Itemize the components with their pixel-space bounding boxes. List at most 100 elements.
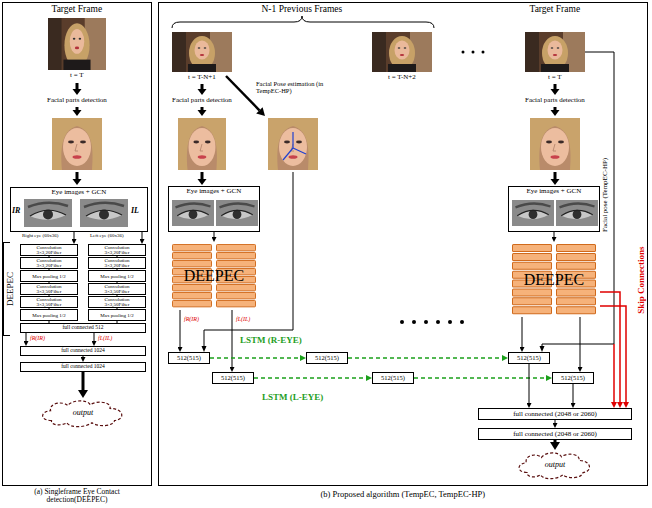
connector [142, 232, 143, 239]
art-circle [472, 51, 475, 54]
node-label: Convolution 3×3,20Filter [98, 245, 136, 255]
lstm-cell: 512(515) [168, 352, 210, 364]
art-polygon [198, 89, 207, 95]
frame-time: t = T-N+1 [188, 74, 216, 82]
connector [529, 364, 530, 403]
fc-layer: full connected (2048 or 2060) [478, 428, 632, 440]
art-g [400, 320, 464, 324]
conv-layer: Convolution 3×3,20Filter [88, 244, 146, 256]
art-use [372, 32, 432, 72]
art-use [268, 118, 318, 170]
eye-image-box: Eye images + GCNIRIL [10, 187, 148, 232]
node-label: Convolution 3×3,20Filter [30, 245, 68, 255]
art-g [462, 51, 485, 54]
connector [414, 377, 546, 379]
art-polygon [256, 107, 265, 116]
connector [214, 232, 215, 237]
step-label: Facial parts detection [525, 97, 585, 105]
node-label: 512(515) [177, 355, 201, 362]
connector [26, 333, 27, 341]
art-use [80, 199, 128, 227]
conv-layer: Convolution 3×3,20Filter [20, 244, 78, 256]
art-line [283, 148, 293, 160]
node-label: 512(515) [221, 375, 245, 382]
deepec-block: DEEPEC [508, 242, 600, 317]
connector [554, 232, 555, 237]
connector [522, 317, 523, 347]
lstm-label: LSTM (L-EYE) [262, 392, 323, 402]
art-line [201, 107, 204, 110]
lstm-cell: 512(515) [508, 352, 550, 364]
box-heading: Eye images + GCN [527, 188, 582, 196]
conv-layer: Convolution 3×3,50Filter [88, 283, 146, 295]
art-line [554, 172, 557, 179]
lstm-cell: 512(515) [306, 352, 348, 364]
connector [580, 317, 581, 367]
node-label: Convolution 3×3,20Filter [98, 258, 136, 268]
eye-size: Left eye (60x36) [90, 233, 124, 239]
feature-name: fL(IL) [98, 335, 112, 342]
node-label: Convolution 3×3,50Filter [98, 284, 136, 294]
network-name: DEEPEC [6, 272, 16, 306]
art-circle [424, 320, 428, 324]
art-use [172, 200, 214, 226]
art-polygon [73, 179, 82, 185]
figure-caption: (a) Singleframe Eye Contact detection(DE… [3, 488, 151, 505]
lstm-cell: 512(515) [212, 372, 254, 384]
art-circle [460, 320, 464, 324]
art-line [201, 172, 204, 179]
feature-name: fR(IR) [30, 335, 45, 342]
node-label: Max pooling 1/2 [100, 274, 133, 279]
art-use [24, 199, 72, 227]
art-polygon [73, 89, 82, 95]
eye-symbol: IL [131, 207, 139, 216]
art-line [226, 76, 259, 110]
art-line [554, 107, 557, 110]
art-use [530, 118, 580, 170]
art-line [201, 84, 204, 89]
node-label: Convolution 3×3,50Filter [30, 297, 68, 307]
art-line [554, 84, 557, 89]
art-use [512, 200, 554, 226]
conv-layer: Convolution 3×3,50Filter [20, 296, 78, 308]
art-line [76, 83, 79, 89]
art-g [198, 76, 560, 185]
output-cloud: output [515, 450, 595, 480]
lstm-cell: 512(515) [372, 372, 414, 384]
node-label: output [73, 409, 93, 418]
art-polygon [551, 179, 560, 185]
pool-layer: Max pooling 1/2 [88, 270, 146, 282]
connector [600, 292, 620, 402]
node-label: DEEPEC [184, 267, 244, 285]
frame-time: t = T [548, 74, 562, 82]
node-label: 512(515) [381, 375, 405, 382]
connector [573, 384, 574, 403]
eye-image-box: Eye images + GCN [508, 186, 600, 232]
bracket-tick [4, 242, 10, 243]
node-label: Max pooling 1/2 [100, 313, 133, 318]
node-label: output [545, 461, 565, 470]
connector [254, 377, 366, 379]
panel-heading: Target Frame [530, 4, 581, 14]
art-polygon [198, 179, 207, 185]
art-circle [436, 320, 440, 324]
fc-layer: full connected (2048 or 2060) [478, 408, 632, 420]
deepec-bracket: DEEPECConvolution 3×3,20FilterConvolutio… [3, 242, 150, 336]
panel-heading: N-1 Previous Frames [262, 4, 343, 14]
eye-image-box: Eye images + GCN [168, 186, 260, 232]
box-heading: Eye images + GCN [187, 188, 242, 196]
art-circle [448, 320, 452, 324]
node-label: Convolution 3×3,20Filter [30, 258, 68, 268]
node-label: Max pooling 1/2 [32, 313, 65, 318]
art-polygon [551, 89, 560, 95]
eye-symbol: IR [12, 207, 20, 216]
pool-layer: Max pooling 1/2 [20, 270, 78, 282]
art-polygon [73, 110, 82, 116]
lstm-cell: 512(515) [552, 372, 594, 384]
node-label: full connected (2048 or 2060) [513, 431, 597, 438]
node-label: Convolution 3×3,50Filter [98, 297, 136, 307]
art-use [525, 32, 585, 72]
conv-layer: Convolution 3×3,50Filter [20, 283, 78, 295]
node-label: 512(515) [517, 355, 541, 362]
connector [210, 357, 300, 359]
